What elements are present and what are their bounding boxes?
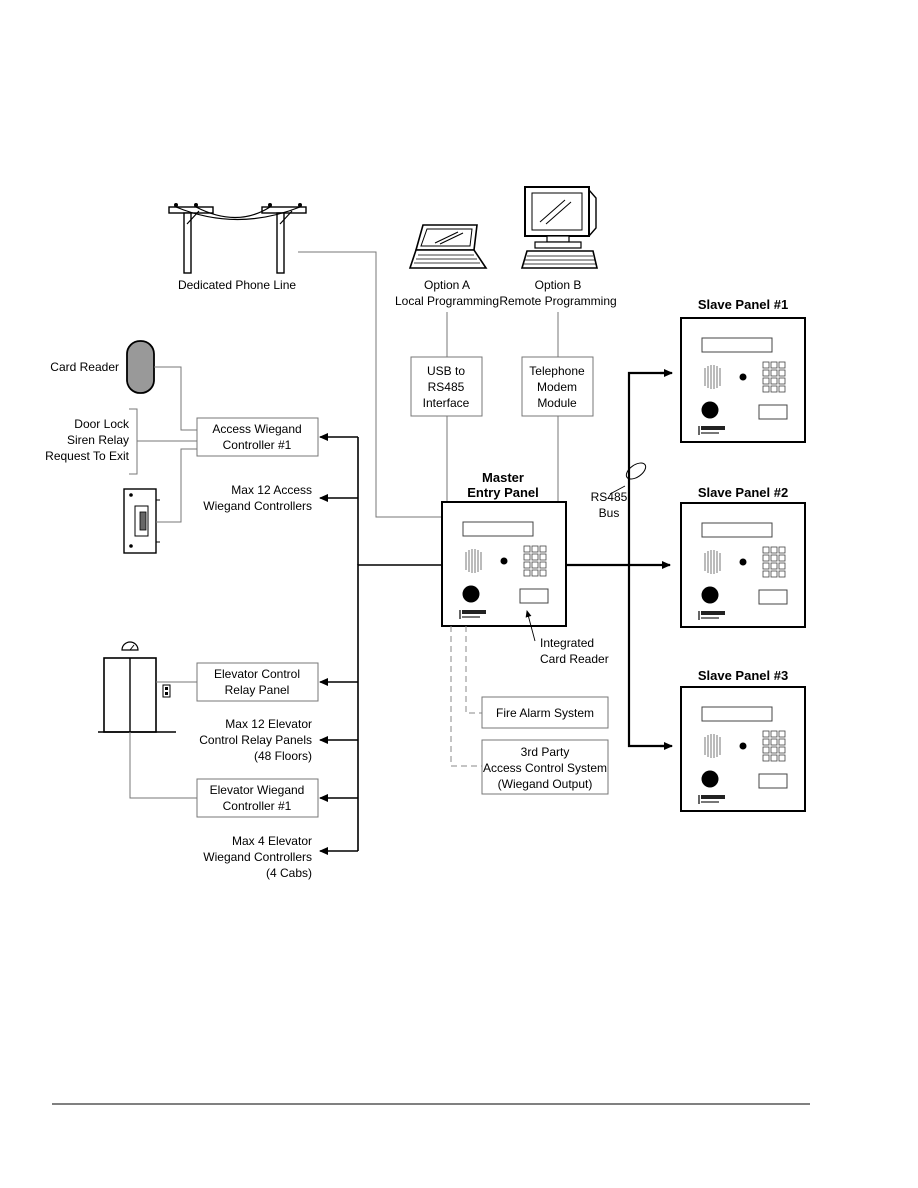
io-bracket [129,408,138,475]
modem-label-2: Modem [537,380,577,394]
card-reader-wire [154,366,197,431]
modem-module-box [521,356,594,417]
option-a-subtitle: Local Programming [395,294,499,308]
max-access-label-1: Max 12 Access [231,483,312,497]
rs485-label-1: RS485 [591,490,628,504]
max-access-label-2: Wiegand Controllers [203,499,312,513]
max-elevator-wiegand-label-3: (4 Cabs) [266,866,312,880]
slave-panel-2-title: Slave Panel #2 [698,485,788,500]
max-elevator-label-1: Max 12 Elevator [225,717,312,731]
desktop-computer-icon [520,186,599,269]
door-lock-label: Door Lock [74,417,130,431]
third-party-label-2: Access Control System [483,761,607,775]
master-panel-title-1: Master [482,470,524,485]
phone-line-wire [298,251,442,518]
access-controller-label-2: Controller #1 [223,438,292,452]
rs485-indicator-ellipse [625,462,647,480]
integrated-reader-pointer [525,610,536,642]
third-party-box [481,739,609,795]
third-party-label-3: (Wiegand Output) [498,777,593,791]
fire-alarm-box [481,696,609,729]
fire-alarm-wire [465,626,482,714]
elevator-relay-label-2: Relay Panel [225,683,290,697]
master-panel-title-2: Entry Panel [467,485,539,500]
master-entry-panel [441,501,567,627]
usb-label-1: USB to [427,364,465,378]
card-reader-icon [126,340,155,394]
integrated-reader-label-2: Card Reader [540,652,609,666]
max-elevator-label-3: (48 Floors) [254,749,312,763]
elevator-wiegand-label-2: Controller #1 [223,799,292,813]
telephone-pole-icon [168,203,307,274]
rs485-to-slave-1-line [627,371,670,565]
slave-panel-3 [680,686,806,812]
usb-interface-box [410,356,483,417]
request-exit-label: Request To Exit [45,449,129,463]
rs485-leader [609,485,626,495]
integrated-reader-label-1: Integrated [540,636,594,650]
card-reader-label: Card Reader [50,360,119,374]
siren-relay-label: Siren Relay [67,433,129,447]
door-strike-icon [123,488,160,554]
rs485-label-2: Bus [599,506,620,520]
elevator-wiegand-label-1: Elevator Wiegand [210,783,305,797]
phone-line-label: Dedicated Phone Line [178,278,296,292]
modem-label-3: Module [537,396,577,410]
elevator-control-relay-box [196,662,319,702]
max-elevator-wiegand-label-2: Wiegand Controllers [203,850,312,864]
rs485-to-slave-3-line [627,565,670,748]
max-elevator-wiegand-label-1: Max 4 Elevator [232,834,312,848]
usb-label-2: RS485 [428,380,465,394]
elevator-wiegand-wire [129,732,197,799]
max-elevator-label-2: Control Relay Panels [199,733,312,747]
option-b-title: Option B [535,278,582,292]
slave-panel-3-title: Slave Panel #3 [698,668,788,683]
door-strike-wire [156,448,197,523]
access-wiegand-controller-box [196,417,319,457]
elevator-relay-label-1: Elevator Control [214,667,300,681]
option-a-title: Option A [424,278,470,292]
slave-panel-1-title: Slave Panel #1 [698,297,788,312]
third-party-wire [450,626,482,767]
laptop-icon [408,224,488,269]
elevator-icon [98,641,176,733]
slave-panel-2 [680,502,806,628]
elevator-wiegand-controller-box [196,778,319,818]
slave-panel-1 [680,317,806,443]
fire-alarm-label: Fire Alarm System [496,706,594,720]
option-b-subtitle: Remote Programming [499,294,616,308]
third-party-label-1: 3rd Party [521,745,570,759]
access-controller-label-1: Access Wiegand [212,422,301,436]
usb-label-3: Interface [423,396,470,410]
left-bus [357,564,442,851]
modem-label-1: Telephone [529,364,585,378]
